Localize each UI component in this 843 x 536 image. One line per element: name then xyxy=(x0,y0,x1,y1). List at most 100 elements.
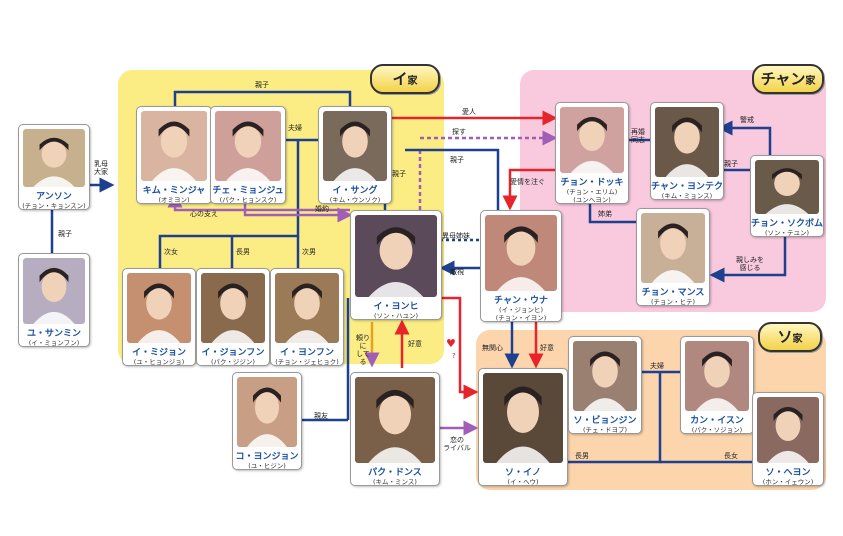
character-name: ソ・ビョンジン xyxy=(573,416,637,426)
heart-icon: ♥ xyxy=(446,337,456,350)
character-name: チョン・マンス xyxy=(641,288,705,298)
character-card-jeon-dokki: チョン・ドッキ(チョン・エリム)(ユンヘヨン) xyxy=(555,102,629,204)
character-name: チョン・ソクボム xyxy=(751,219,824,229)
jang-family-name: チャン xyxy=(760,70,806,88)
character-card-lee-mijon: イ・ミジョン(ユ・ヒョンジョ) xyxy=(122,268,196,366)
portrait-photo xyxy=(573,341,637,411)
label-eldest-daughter: 長女 xyxy=(724,452,738,460)
actor-name: (チョン・エリム) xyxy=(566,188,618,196)
label-parent-top: 親子 xyxy=(255,81,269,89)
portrait-photo xyxy=(757,397,819,463)
character-card-ko-yonjon: コ・ヨンジョン(ユ・ヒジン) xyxy=(232,372,302,470)
actor-alias: (ユンヘヨン) xyxy=(573,196,611,204)
actor-alias: (チョン・イヨン) xyxy=(495,314,547,322)
character-name: チェ・ミョンジュ xyxy=(212,186,284,196)
label-siblings: 姉弟 xyxy=(598,210,612,218)
seo-family-suffix: 家 xyxy=(792,334,803,345)
portrait-photo xyxy=(655,107,719,177)
character-card-jang-utta: チャン・ウナ(イ・ジョンヒ)(チョン・イヨン) xyxy=(480,210,562,322)
portrait-photo xyxy=(755,160,819,214)
actor-name: (ユ・ヒョンジョ) xyxy=(133,358,185,366)
lee-family-name: イ xyxy=(392,70,408,88)
character-card-so-ino: ソ・イノ(イ・ヘウ) xyxy=(478,368,568,486)
label-scolds: 警戒 xyxy=(740,116,754,124)
actor-name: (オミヨン) xyxy=(158,196,190,204)
label-second-son: 次男 xyxy=(302,248,316,256)
actor-name: (イ・ジョンヒ) xyxy=(498,306,544,314)
label-search: 探す xyxy=(452,128,466,136)
portrait-photo xyxy=(23,129,85,187)
character-card-park-dons: パク・ドンス(キム・ミンス) xyxy=(350,372,440,486)
character-name: ソ・ヘヨン xyxy=(765,468,811,478)
label-remarried: 再婚 同志 xyxy=(631,128,645,144)
portrait-photo xyxy=(560,107,624,173)
label-couple2: 夫婦 xyxy=(650,362,664,370)
actor-name: (キム・ミンス) xyxy=(373,478,417,486)
portrait-photo xyxy=(355,215,437,297)
actor-name: (ソン・ハユン) xyxy=(373,312,419,320)
label-mother-support: 心の支え xyxy=(190,210,218,218)
actor-name: (チョン・キョンスン) xyxy=(22,202,86,210)
lee-family-suffix: 家 xyxy=(407,76,418,87)
character-card-lee-jonfun2: イ・ヨンフン(チョン・ジェヒョク) xyxy=(270,268,344,366)
actor-name: (イ・ヘウ) xyxy=(507,478,539,486)
label-best-friend: 親友 xyxy=(314,412,328,420)
character-card-lee-jonfun1: イ・ジョンフン(パク・ジジン) xyxy=(196,268,270,366)
actor-name: (イ・ミョンフン) xyxy=(28,339,80,347)
actor-name: (ユ・ヒジン) xyxy=(248,462,286,470)
character-card-anson: アンソン(チョン・キョンスン) xyxy=(18,124,90,210)
portrait-photo xyxy=(23,258,85,324)
portrait-photo xyxy=(483,373,563,463)
label-relying: 頼りに してる xyxy=(356,334,370,366)
character-name: チョン・ドッキ xyxy=(560,178,624,188)
character-card-yu-sanmin: ユ・サンミン(イ・ミョンフン) xyxy=(18,253,90,347)
actor-name: (パク・ヒョンスク) xyxy=(219,196,277,204)
character-card-jang-yonteku: チャン・ヨンテク(キム・ミョンス) xyxy=(650,102,724,200)
actor-name: (ソン・テユン) xyxy=(764,229,810,237)
character-name: イ・ミジョン xyxy=(131,348,186,358)
label-favor1: 好意 xyxy=(408,340,422,348)
character-name: チャン・ヨンテク xyxy=(651,182,723,192)
actor-name: (チョン・ヒテ) xyxy=(650,298,696,306)
character-name: コ・ヨンジョン xyxy=(235,452,299,462)
label-parent-right: 親子 xyxy=(724,160,738,168)
portrait-photo xyxy=(141,111,207,181)
lee-family-tag: イ家 xyxy=(370,64,440,94)
character-name: アンソン xyxy=(36,192,72,202)
label-half-sisters: 異母姉妹 xyxy=(442,232,470,240)
seo-family-name: ソ xyxy=(777,328,793,346)
actor-name: (キム・ウンソク) xyxy=(329,196,381,204)
label-couple: 夫婦 xyxy=(288,124,302,132)
portrait-photo xyxy=(323,111,387,181)
jang-family-tag: チャン家 xyxy=(752,64,824,94)
label-second-daughter: 次女 xyxy=(164,248,178,256)
portrait-photo xyxy=(127,273,191,343)
character-card-lee-sangu: イ・サング(キム・ウンソク) xyxy=(318,106,392,204)
label-parent-mid: 親子 xyxy=(450,156,464,164)
portrait-photo xyxy=(485,215,557,291)
actor-name: (チェ・ドヨプ) xyxy=(582,426,628,434)
actor-name: (チョン・ジェヒョク) xyxy=(275,358,339,366)
character-card-so-hejon: ソ・ヘヨン(ホン・イェウン) xyxy=(752,392,824,486)
label-familiar: 親しみを 感じる xyxy=(736,256,764,272)
label-marriage: 婚約 xyxy=(315,205,329,213)
label-no-interest: 無関心 xyxy=(482,344,503,352)
character-name: カン・イスン xyxy=(690,416,744,426)
character-name: イ・ヨンヒ xyxy=(373,302,419,312)
portrait-photo xyxy=(215,111,281,181)
label-love-pour: 愛情を注ぐ xyxy=(510,178,545,186)
label-nanny: 乳母 大家 xyxy=(94,160,108,176)
label-favor2: 好意 xyxy=(540,344,554,352)
character-name: チャン・ウナ xyxy=(494,296,548,306)
character-name: ユ・サンミン xyxy=(26,329,81,339)
character-card-jang-sokbom: チョン・ソクボム(ソン・テユン) xyxy=(750,155,824,237)
portrait-photo xyxy=(641,213,705,283)
character-name: イ・ヨンフン xyxy=(280,348,334,358)
label-lover: 愛人 xyxy=(462,108,476,116)
label-question: ? xyxy=(452,352,456,360)
label-eldest-son2: 長男 xyxy=(575,452,589,460)
portrait-photo xyxy=(237,377,297,447)
label-eldest-son: 長男 xyxy=(236,248,250,256)
character-name: イ・ジョンフン xyxy=(201,348,265,358)
